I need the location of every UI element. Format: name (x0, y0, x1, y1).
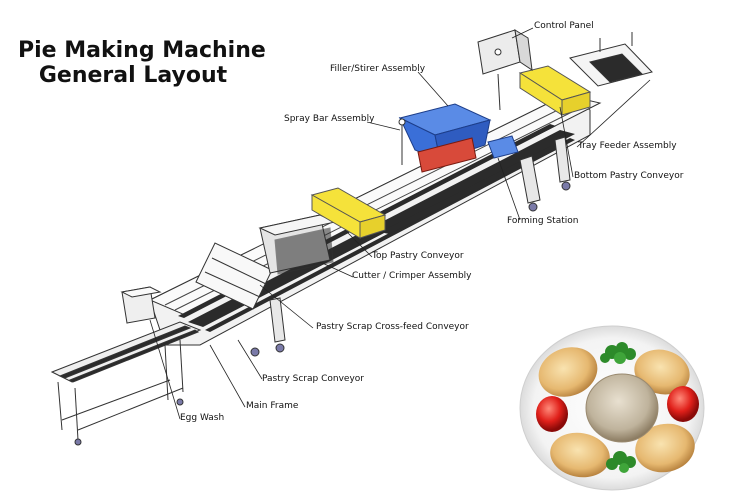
label-spray-bar: Spray Bar Assembly (284, 114, 375, 124)
label-scrap-conveyor: Pastry Scrap Conveyor (262, 374, 364, 384)
label-scrap-crossfeed: Pastry Scrap Cross-feed Conveyor (316, 322, 469, 332)
title-line-2: General Layout (38, 63, 228, 88)
spray-bar-unit (398, 118, 406, 165)
cutter-crimper-block (258, 214, 337, 275)
egg-wash-section (50, 286, 202, 446)
label-tray-feeder: Tray Feeder Assembly (578, 141, 677, 151)
control-panel-box (477, 29, 533, 111)
diagram-title: Pie Making Machine General Layout (18, 38, 266, 88)
label-control-panel: Control Panel (534, 21, 594, 31)
callout-leader-lines (149, 27, 651, 420)
label-bottom-pastry: Bottom Pastry Conveyor (574, 171, 684, 181)
label-main-frame: Main Frame (246, 401, 299, 411)
top-pastry-guard (310, 187, 387, 239)
filler-hopper (398, 103, 492, 173)
bottom-pastry-guard (518, 65, 592, 116)
label-cutter-crimper: Cutter / Crimper Assembly (352, 271, 472, 281)
forming-station-unit (487, 135, 519, 159)
label-filler-stirer: Filler/Stirer Assembly (330, 64, 426, 74)
title-line-1: Pie Making Machine (18, 38, 266, 63)
label-forming-station: Forming Station (507, 216, 579, 226)
tray-feeder-unit (569, 32, 653, 87)
label-egg-wash: Egg Wash (180, 413, 225, 423)
main-frame-legs (250, 136, 571, 357)
label-top-pastry: Top Pastry Conveyor (372, 251, 464, 261)
